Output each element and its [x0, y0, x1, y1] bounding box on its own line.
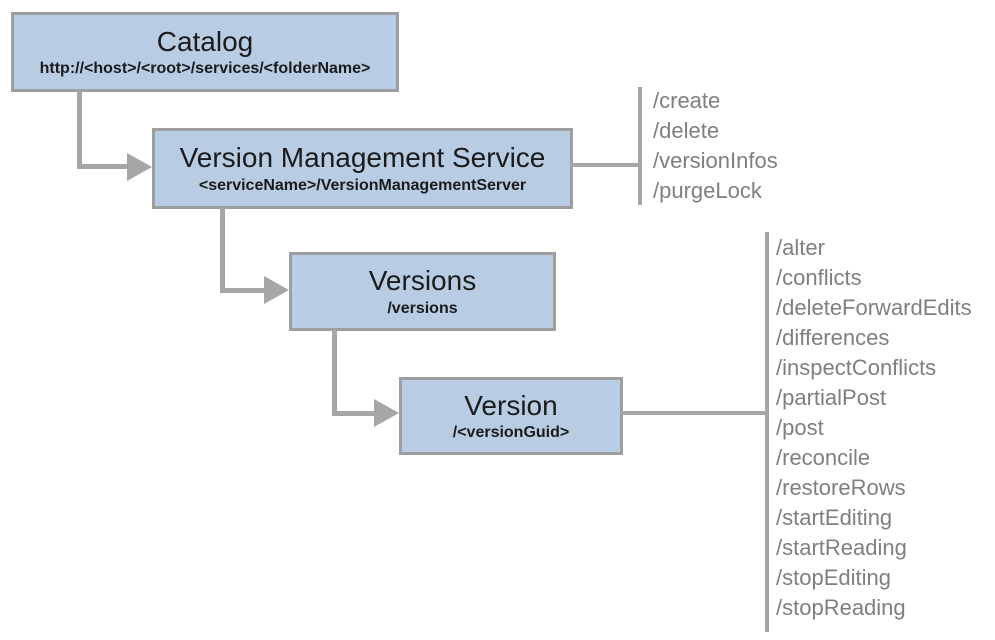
operation-label: /startEditing [776, 505, 893, 530]
operation-label: /alter [776, 235, 825, 260]
node-version: Version /<versionGuid> [399, 377, 623, 455]
connector-versions-version-vertical [332, 330, 337, 414]
node-catalog-title: Catalog [156, 25, 254, 57]
operation-label: /stopEditing [776, 565, 891, 590]
vms-operations-list: /create /delete /versionInfos /purgeLock [653, 86, 778, 206]
operation-label: /post [776, 415, 824, 440]
connector-catalog-vms-horizontal [77, 164, 128, 169]
version-operations-bracket [765, 232, 769, 632]
vms-operations-bracket [638, 87, 642, 205]
connector-vms-versions-vertical [220, 208, 225, 291]
connector-vms-versions-horizontal [220, 288, 265, 293]
node-vms-title: Version Management Service [179, 142, 546, 174]
version-operations-list: /alter /conflicts /deleteForwardEdits /d… [776, 233, 972, 623]
operation-label: /purgeLock [653, 178, 762, 203]
operation-label: /stopReading [776, 595, 906, 620]
operation-label: /delete [653, 118, 720, 143]
operation-label: /create [653, 88, 721, 113]
node-versions: Versions /versions [289, 252, 556, 331]
node-versions-subtitle: /versions [387, 299, 458, 317]
node-version-management-service: Version Management Service <serviceName>… [152, 128, 573, 209]
version-operations-connector [621, 411, 767, 415]
operation-label: /deleteForwardEdits [776, 295, 972, 320]
node-vms-subtitle: <serviceName>/VersionManagementServer [198, 176, 527, 194]
operation-label: /partialPost [776, 385, 887, 410]
connector-versions-version-horizontal [332, 411, 375, 416]
operation-label: /conflicts [776, 265, 862, 290]
node-version-title: Version [464, 389, 558, 421]
connector-catalog-vms-vertical [77, 91, 82, 167]
node-catalog-subtitle: http://<host>/<root>/services/<folderNam… [39, 60, 371, 78]
vms-operations-connector [571, 163, 641, 167]
node-version-subtitle: /<versionGuid> [452, 424, 570, 442]
operation-label: /reconcile [776, 445, 871, 470]
node-versions-title: Versions [368, 265, 477, 297]
node-catalog: Catalog http://<host>/<root>/services/<f… [11, 12, 399, 92]
arrowhead-versions-version-icon [374, 399, 399, 427]
operation-label: /startReading [776, 535, 907, 560]
arrowhead-catalog-vms-icon [127, 153, 152, 181]
operation-label: /versionInfos [653, 148, 778, 173]
operation-label: /inspectConflicts [776, 355, 937, 380]
operation-label: /differences [776, 325, 890, 350]
arrowhead-vms-versions-icon [264, 276, 289, 304]
operation-label: /restoreRows [776, 475, 906, 500]
